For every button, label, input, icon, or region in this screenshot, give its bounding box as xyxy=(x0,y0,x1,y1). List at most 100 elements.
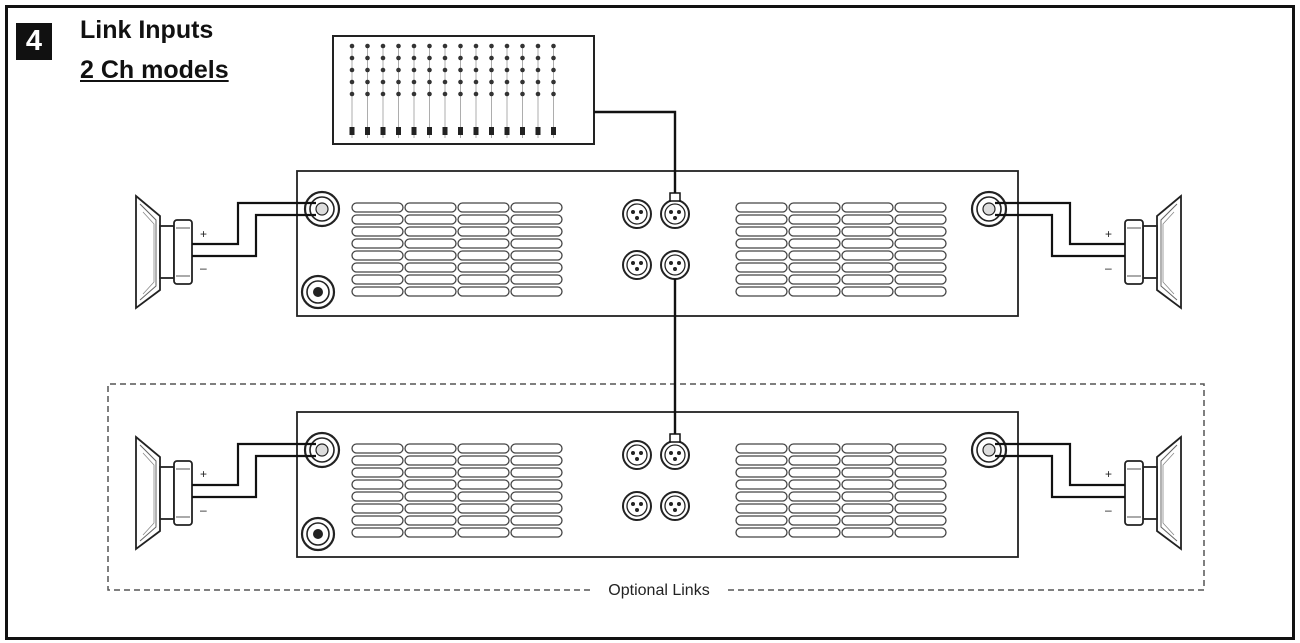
mixer-knob-icon xyxy=(396,67,401,73)
mixer-knob-icon xyxy=(458,43,463,49)
speaker-icon xyxy=(135,195,193,309)
speakon-output-b-icon xyxy=(970,431,1008,469)
plus-label: + xyxy=(200,467,207,481)
mixer-channel-strip xyxy=(349,43,355,138)
mixer-knob-icon xyxy=(535,43,541,49)
mixer-knob-icon xyxy=(551,79,556,85)
minus-label: – xyxy=(200,261,207,275)
speaker-2-right xyxy=(1124,436,1182,550)
mixer-fader-knob xyxy=(365,127,370,135)
mixer-knob-icon xyxy=(365,67,370,73)
mixer-fader-knob xyxy=(427,127,432,135)
mixer-fader-knob xyxy=(473,127,479,135)
mixer-knob-icon xyxy=(520,79,525,85)
amplifier-1 xyxy=(296,170,1019,317)
mixer-fader-knob xyxy=(380,127,386,135)
mixer-knob-icon xyxy=(473,91,479,97)
mixer-knob-icon xyxy=(380,91,386,97)
step-number-badge: 4 xyxy=(16,23,52,60)
mixer-knob-icon xyxy=(411,91,417,97)
mixer-knob-icon xyxy=(458,79,463,85)
mixer-knob-icon xyxy=(411,55,417,61)
mixer-knob-icon xyxy=(520,43,525,49)
mixer-knob-icon xyxy=(489,79,494,85)
mixer-knob-icon xyxy=(489,43,494,49)
mixer-channel-strip xyxy=(504,43,510,138)
plus-label: + xyxy=(1105,227,1112,241)
xlr-link-a-icon xyxy=(622,491,652,521)
signal-cables xyxy=(594,110,681,443)
mixer-knob-icon xyxy=(411,43,417,49)
mixer-knob-icon xyxy=(349,43,355,49)
mixer-knob-icon xyxy=(504,91,510,97)
mixer-knob-icon xyxy=(396,79,401,85)
mixer-channel-strip xyxy=(458,43,463,138)
mixer-channel-strip xyxy=(396,43,401,138)
mixer-knob-icon xyxy=(473,43,479,49)
mixer-knob-icon xyxy=(442,43,448,49)
diagram-subtitle: 2 Ch models xyxy=(80,56,229,84)
mixer-knob-icon xyxy=(535,79,541,85)
mixer-knob-icon xyxy=(380,67,386,73)
xlr-input-b-icon xyxy=(660,440,690,470)
mixer-knob-icon xyxy=(349,67,355,73)
mixer-knob-icon xyxy=(365,43,370,49)
mixer-knob-icon xyxy=(551,91,556,97)
mixer-knob-icon xyxy=(349,79,355,85)
optional-links-box xyxy=(107,383,1205,591)
power-connector-icon xyxy=(300,274,336,310)
mixer-channel-strip xyxy=(551,43,556,138)
mixer-knob-icon xyxy=(473,55,479,61)
mixer-knob-icon xyxy=(551,43,556,49)
mixer-channel-strip xyxy=(489,43,494,138)
mixer-knob-icon xyxy=(520,91,525,97)
speaker-icon xyxy=(1124,436,1182,550)
mixer-knob-icon xyxy=(489,91,494,97)
plus-label: + xyxy=(200,227,207,241)
mixer-knob-icon xyxy=(489,55,494,61)
speaker-icon xyxy=(1124,195,1182,309)
speakon-output-b-icon xyxy=(970,190,1008,228)
mixer-knob-icon xyxy=(535,55,541,61)
xlr-input-a-icon xyxy=(622,199,652,229)
plus-label: + xyxy=(1105,467,1112,481)
mixer-channel-strip xyxy=(411,43,417,138)
mixer-channel-strip xyxy=(442,43,448,138)
mixer-knob-icon xyxy=(380,55,386,61)
mixer-fader-knob xyxy=(489,127,494,135)
mixer-knob-icon xyxy=(411,79,417,85)
speaker-icon xyxy=(135,436,193,550)
mixer-knob-icon xyxy=(504,79,510,85)
speakon-output-a-icon xyxy=(303,431,341,469)
mixer-knob-icon xyxy=(349,91,355,97)
minus-label: – xyxy=(1105,261,1112,275)
mixer-knob-icon xyxy=(380,79,386,85)
speaker-1-left xyxy=(135,195,193,309)
mixer-knob-icon xyxy=(365,55,370,61)
mixer-knob-icon xyxy=(551,67,556,73)
mixer-knob-icon xyxy=(442,91,448,97)
mixer-fader-knob xyxy=(520,127,525,135)
xlr-link-b-icon xyxy=(660,491,690,521)
mixer-knob-icon xyxy=(427,55,432,61)
mixer-knob-icon xyxy=(473,67,479,73)
mixer-knob-icon xyxy=(535,67,541,73)
mixer-knob-icon xyxy=(504,55,510,61)
mixer-knob-icon xyxy=(520,67,525,73)
speakon-output-a-icon xyxy=(303,190,341,228)
mixer-knob-icon xyxy=(427,43,432,49)
mixer-knob-icon xyxy=(520,55,525,61)
mixer-knob-icon xyxy=(442,79,448,85)
mixer-knob-icon xyxy=(442,67,448,73)
mixer-fader-knob xyxy=(458,127,463,135)
mixer-fader-knob xyxy=(504,127,510,135)
diagram-title: Link Inputs xyxy=(80,16,214,44)
xlr-link-b-icon xyxy=(660,250,690,280)
mixer-knob-icon xyxy=(489,67,494,73)
mixer-channel-strip xyxy=(365,43,370,138)
mixer-knob-icon xyxy=(458,67,463,73)
mixer-channel-strip xyxy=(427,43,432,138)
mixer-knob-icon xyxy=(458,91,463,97)
mixer-knob-icon xyxy=(411,67,417,73)
